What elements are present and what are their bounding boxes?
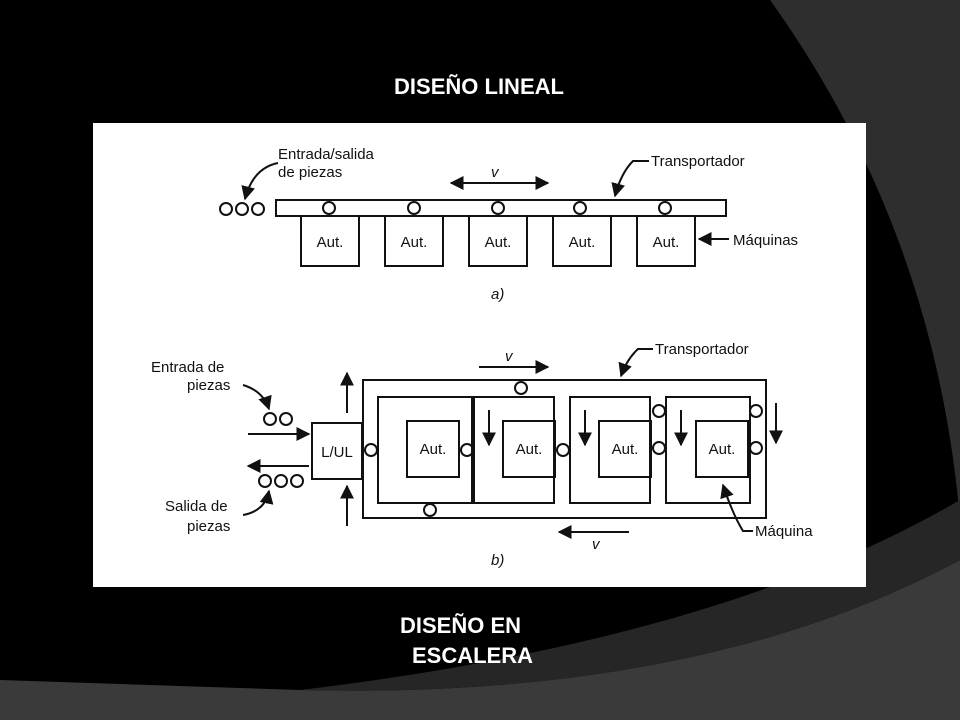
speed-label-a: v [491, 164, 500, 181]
title-bottom-line2: ESCALERA [412, 643, 534, 668]
part-circle [235, 202, 249, 216]
layout-diagram: Entrada/salida de piezas v Transportador… [151, 146, 813, 569]
machine-label: Aut. [401, 234, 428, 251]
machine-box [636, 215, 696, 267]
machine-label: Aut. [516, 441, 543, 458]
machine-label: Aut. [709, 441, 736, 458]
output-label-line1: Salida de [165, 498, 228, 515]
machine-box [598, 420, 652, 478]
machines-label: Máquinas [733, 232, 798, 249]
machine-labels-b: Aut. Aut. Aut. Aut. [420, 441, 736, 458]
diagram-b [242, 348, 783, 539]
machine-label-b: Máquina [755, 523, 813, 540]
machine-label: Aut. [653, 234, 680, 251]
machine-label: Aut. [485, 234, 512, 251]
conveyor-label-b: Transportador [655, 341, 749, 358]
diagram-a [219, 160, 729, 267]
conveyor-loop-b [362, 379, 767, 519]
machine-box [502, 420, 556, 478]
machine-box [384, 215, 444, 267]
input-label-line2: piezas [187, 377, 230, 394]
loader-label: L/UL [321, 444, 353, 461]
caption-a: a) [491, 286, 504, 303]
title-bottom-line1: DISEÑO EN [400, 613, 522, 638]
machine-box [552, 215, 612, 267]
machine-box [406, 420, 460, 478]
inout-label-line2: de piezas [278, 164, 342, 181]
output-label-line2: piezas [187, 518, 230, 535]
slide-title-ladder: DISEÑO EN ESCALERA [400, 611, 600, 671]
slide-title-linear: DISEÑO LINEAL [394, 74, 564, 99]
input-label-line1: Entrada de [151, 359, 224, 376]
caption-b: b) [491, 552, 504, 569]
machine-box [695, 420, 749, 478]
part-circle [219, 202, 233, 216]
inout-label-line1: Entrada/salida [278, 146, 375, 163]
speed-bottom-label: v [592, 536, 601, 553]
machine-box [300, 215, 360, 267]
part-circle [251, 202, 265, 216]
machine-labels-a: Aut. Aut. Aut. Aut. Aut. [317, 234, 680, 251]
machine-box [468, 215, 528, 267]
machine-label: Aut. [612, 441, 639, 458]
machine-label: Aut. [420, 441, 447, 458]
speed-top-label: v [505, 348, 514, 365]
diagram-panel: Entrada/salida de piezas v Transportador… [93, 123, 866, 587]
conveyor-label-a: Transportador [651, 153, 745, 170]
machine-label: Aut. [317, 234, 344, 251]
machine-label: Aut. [569, 234, 596, 251]
